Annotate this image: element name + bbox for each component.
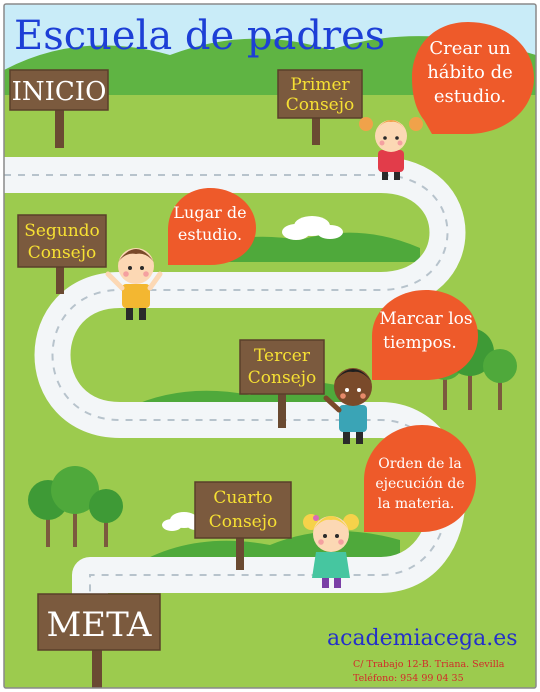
- tip-fourth-line3: la materia.: [378, 496, 455, 512]
- sign-fourth-line2: Consejo: [209, 512, 277, 532]
- sign-start-label: INICIO: [12, 77, 107, 107]
- sign-finish: META: [37, 593, 161, 688]
- tip-second-line1: Lugar de: [173, 203, 246, 222]
- sign-fourth: Cuarto Consejo: [194, 481, 292, 570]
- footer-address: C/ Trabajo 12-B. Triana. Sevilla: [353, 659, 505, 670]
- sign-second-line2: Consejo: [28, 243, 96, 263]
- tip-first-line2: hábito de: [427, 62, 513, 83]
- sign-third-line2: Consejo: [248, 368, 316, 388]
- cloud-icon: [282, 216, 343, 240]
- brand-name: academiacega.es: [327, 626, 518, 651]
- tip-first-line1: Crear un: [429, 38, 511, 59]
- tip-first-line3: estudio.: [434, 86, 506, 107]
- sign-start: INICIO: [9, 69, 109, 148]
- tip-third-line1: Marcar los: [379, 309, 472, 329]
- sign-third: Tercer Consejo: [239, 339, 325, 428]
- sign-first: Primer Consejo: [277, 69, 363, 145]
- footer-phone: Teléfono: 954 99 04 35: [353, 673, 464, 684]
- tip-bubble-first: Crear un hábito de estudio.: [412, 22, 534, 134]
- boy-teal-shirt-character: [323, 368, 372, 444]
- sign-third-line1: Tercer: [254, 346, 311, 366]
- girl-redhair-character: [359, 117, 423, 180]
- sign-first-line1: Primer: [290, 75, 350, 95]
- tip-fourth-line2: ejecución de: [375, 476, 464, 492]
- boy-yellow-shirt-character: [105, 248, 163, 320]
- sign-finish-label: META: [46, 605, 151, 645]
- sign-fourth-line1: Cuarto: [213, 488, 272, 508]
- page-frame: [3, 3, 537, 689]
- girl-blonde-character: [303, 514, 359, 588]
- tip-fourth-line1: Orden de la: [378, 456, 461, 472]
- sign-first-line2: Consejo: [286, 95, 354, 115]
- tree-group-left: [28, 466, 123, 547]
- tip-third-line2: tiempos.: [383, 333, 457, 353]
- sign-second: Segundo Consejo: [17, 214, 107, 294]
- sign-second-line1: Segundo: [24, 221, 100, 241]
- tip-bubble-third: Marcar los tiempos.: [372, 290, 478, 380]
- tip-bubble-second: Lugar de estudio.: [168, 188, 256, 265]
- page-title: Escuela de padres: [14, 13, 385, 59]
- tip-second-line2: estudio.: [178, 225, 242, 244]
- tip-bubble-fourth: Orden de la ejecución de la materia.: [364, 425, 476, 532]
